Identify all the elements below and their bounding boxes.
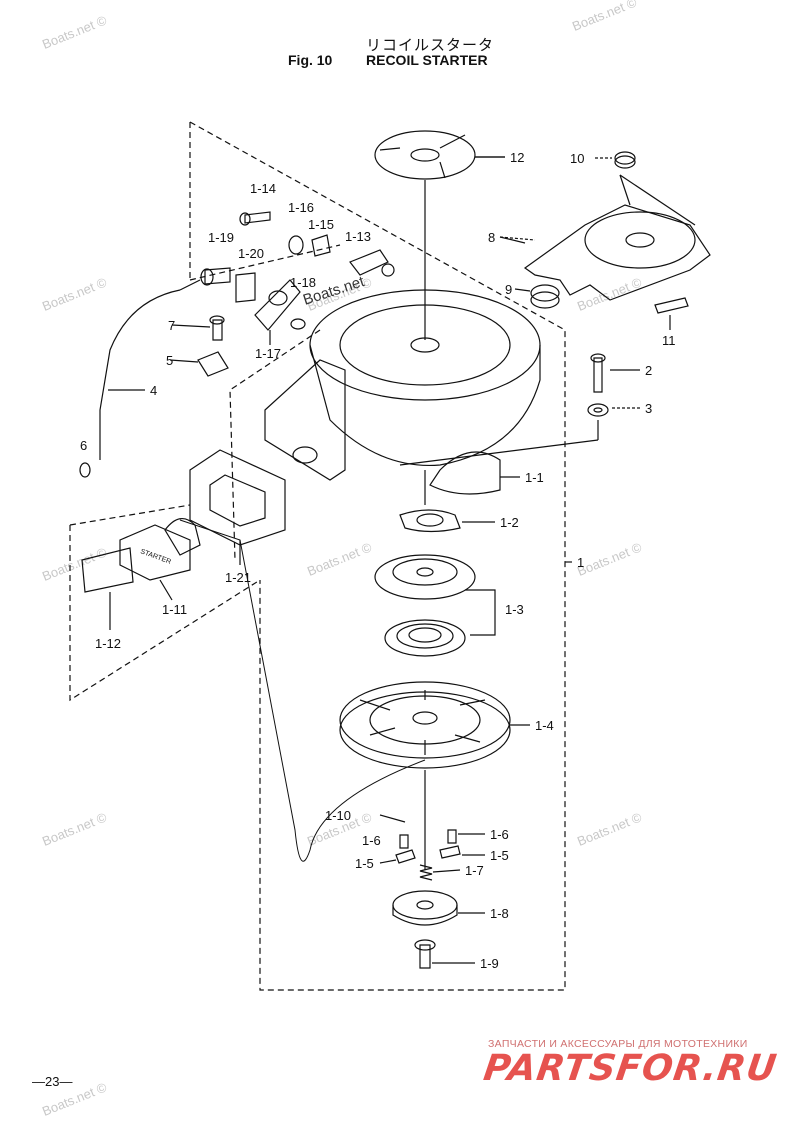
part-label: 1-2 [500, 515, 519, 530]
part-label: 1-9 [480, 956, 499, 971]
part-label: 1-15 [308, 217, 334, 232]
part-label: 1-13 [345, 229, 371, 244]
starter-handle [119, 524, 191, 581]
page-number: —23— [32, 1074, 73, 1089]
part-label: 1-3 [505, 602, 524, 617]
part-label: 1-14 [250, 181, 276, 196]
handle-seal [189, 449, 286, 546]
part-label: 1-5 [490, 848, 509, 863]
figure-title: RECOIL STARTER [366, 52, 488, 68]
grommet [614, 151, 636, 165]
part-label: 1-11 [162, 602, 187, 617]
part-label: 10 [570, 151, 584, 166]
part-label: 1-6 [362, 833, 381, 848]
promo-caption: ЗАПЧАСТИ И АКСЕССУАРЫ ДЛЯ МОТОТЕХНИКИ [488, 1038, 748, 1050]
ratchet-guide [392, 890, 458, 920]
lever-1-17 [254, 279, 301, 331]
center-bolt [419, 944, 431, 969]
recoil-spring [384, 619, 466, 657]
part-label: 1-18 [290, 275, 316, 290]
part-label: 1-20 [238, 246, 264, 261]
part-label: 1-1 [525, 470, 544, 485]
part-label: 1-16 [288, 200, 314, 215]
part-label: 3 [645, 401, 652, 416]
part-label: 1-8 [490, 906, 509, 921]
part-label: 1-10 [325, 808, 351, 823]
part-label: 1-17 [255, 346, 281, 361]
bolt-1-14 [244, 211, 271, 224]
cover-plate [523, 204, 711, 301]
title-japanese: リコイルスタータ [365, 36, 494, 54]
part-label: 1-7 [465, 863, 484, 878]
part-label: 11 [662, 333, 676, 348]
part-label: 4 [150, 383, 157, 398]
part-label: 1-12 [95, 636, 121, 651]
part-label: 5 [166, 353, 173, 368]
part-label: 1-4 [535, 718, 554, 733]
part-label: 9 [505, 282, 512, 297]
spring-case [374, 554, 476, 600]
figure-number: Fig. 10 [288, 52, 333, 68]
part-label: 1-19 [208, 230, 234, 245]
part-label: 1-6 [490, 827, 509, 842]
starter-reel [339, 681, 511, 759]
part-label: 1 [577, 555, 584, 570]
plate-gasket [399, 509, 461, 533]
promo-logo: PARTSFOR.RU [481, 1048, 780, 1089]
part-label: 8 [488, 230, 495, 245]
part-label: 2 [645, 363, 652, 378]
part-label: 1-5 [355, 856, 374, 871]
part-label: 7 [168, 318, 175, 333]
part-label: 6 [80, 438, 87, 453]
handle-text: STARTER [139, 548, 171, 566]
decal-disc [374, 130, 476, 180]
part-label: 12 [510, 150, 524, 165]
handle-grip [81, 547, 134, 593]
starter-cable [99, 289, 181, 460]
part-label: 1-21 [225, 570, 251, 585]
rubber-grommet [530, 284, 560, 302]
